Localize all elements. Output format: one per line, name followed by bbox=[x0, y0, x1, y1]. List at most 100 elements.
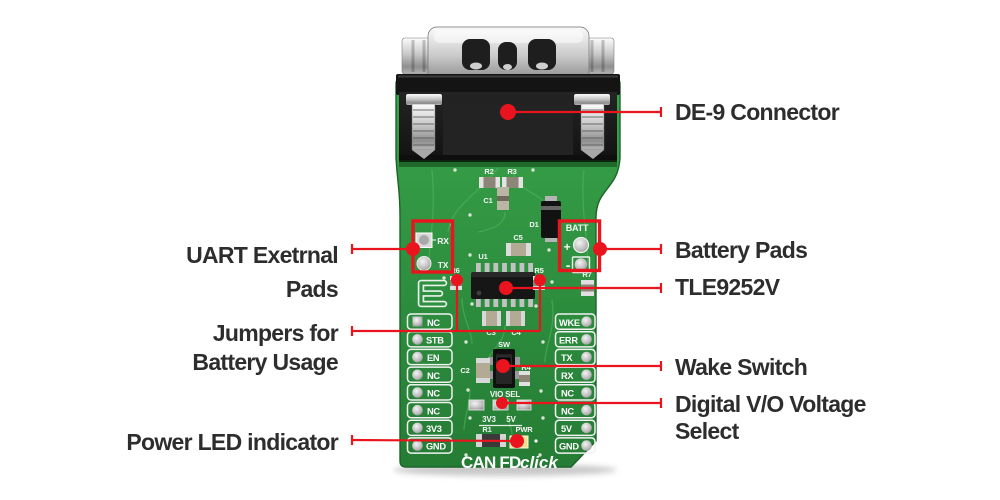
de9-slot-center bbox=[498, 42, 517, 70]
silkscreen-c3-label: C3 bbox=[486, 328, 495, 337]
label-line: Battery Usage bbox=[192, 349, 338, 375]
label-tle9252v: TLE9252V bbox=[675, 274, 780, 300]
silkscreen-r4-label: R4 bbox=[521, 363, 531, 372]
pin-label: GND bbox=[426, 442, 446, 452]
pin-row-left-0: NC bbox=[406, 313, 453, 330]
pin-row-left-2: EN bbox=[406, 348, 453, 366]
board-title-main: CAN FD bbox=[461, 453, 521, 472]
label-power-led-indicator: Power LED indicator bbox=[126, 429, 338, 455]
component-c3 bbox=[482, 311, 501, 326]
silkscreen-c5-label: C5 bbox=[513, 233, 522, 242]
silkscreen-rx-label: RX bbox=[437, 236, 449, 246]
silkscreen-r1-label: R1 bbox=[482, 425, 491, 434]
pin-label: GND bbox=[559, 442, 579, 452]
de9-flange bbox=[396, 74, 620, 95]
silkscreen-vio-sel-label: VIO SEL bbox=[490, 390, 520, 399]
pin-label: NC bbox=[427, 371, 440, 381]
component-c2 bbox=[476, 358, 490, 383]
pin-label: NC bbox=[427, 318, 440, 328]
silkscreen-r7-label: R7 bbox=[582, 270, 591, 279]
callout-tle9252v bbox=[499, 281, 663, 295]
silkscreen-pwr-label: PWR bbox=[516, 425, 534, 434]
de9-screw-right bbox=[574, 94, 610, 159]
label-battery-jumpers: Jumpers for Battery Usage bbox=[100, 319, 338, 377]
label-uart-external-pads: UART Exetrnal Pads bbox=[100, 238, 339, 306]
component-d1 bbox=[541, 196, 561, 242]
pin-row-right-1: ERR bbox=[554, 330, 596, 348]
callout-power-led bbox=[350, 434, 524, 448]
callout-battery-jumpers bbox=[350, 274, 546, 336]
pin-label: RX bbox=[561, 371, 574, 381]
pin-label: NC bbox=[561, 406, 574, 416]
pin-row-left-3: NC bbox=[406, 366, 453, 384]
board-title-script: click bbox=[520, 453, 559, 472]
silkscreen-tx-label: TX bbox=[438, 260, 449, 270]
label-line: Jumpers for bbox=[212, 320, 339, 346]
pin-row-right-4: NC bbox=[554, 384, 596, 401]
pin-row-left-4: NC bbox=[406, 384, 453, 401]
label-line: Select bbox=[675, 418, 739, 444]
label-line: Pads bbox=[285, 276, 339, 302]
pin-label: NC bbox=[427, 406, 440, 416]
pin-row-right-0: WKE bbox=[554, 313, 596, 330]
pin-headers: NC STB EN NC NC NC 3V3 GND WKE ERR TX RX… bbox=[406, 313, 596, 454]
silkscreen-batt-label: BATT bbox=[566, 223, 589, 233]
component-c4 bbox=[506, 311, 525, 326]
callout-de9 bbox=[500, 104, 663, 120]
pin-label: STB bbox=[426, 336, 444, 346]
callout-vio-select bbox=[496, 397, 663, 409]
component-c5 bbox=[506, 243, 531, 256]
callout-wake-switch bbox=[496, 359, 663, 373]
silkscreen-3v3-label: 3V3 bbox=[482, 415, 496, 424]
uart-external-pads: RX TX bbox=[415, 232, 449, 271]
pin-label: ERR bbox=[559, 336, 578, 346]
battery-pads: BATT + - bbox=[564, 223, 591, 274]
component-r3 bbox=[502, 177, 523, 188]
pin-label: 3V3 bbox=[426, 424, 442, 434]
callout-overlays bbox=[350, 104, 663, 448]
pin-row-left-7: GND bbox=[406, 437, 453, 454]
silkscreen-5v-label: 5V bbox=[506, 415, 516, 424]
de9-connector bbox=[396, 26, 620, 167]
pin-label: WKE bbox=[559, 318, 580, 328]
silkscreen-c4-label: C4 bbox=[511, 328, 521, 337]
label-line: UART Exetrnal bbox=[186, 242, 339, 268]
pin-row-right-6: 5V bbox=[554, 419, 596, 437]
de9-slot-right bbox=[528, 39, 556, 70]
silkscreen-r6-label: R6 bbox=[450, 266, 459, 275]
pin-label: TX bbox=[561, 353, 573, 363]
label-line: Digital V/O Voltage bbox=[675, 391, 866, 417]
pin-label: NC bbox=[427, 389, 440, 399]
silkscreen-sw-label: SW bbox=[498, 340, 511, 349]
label-wake-switch: Wake Switch bbox=[675, 354, 808, 380]
callout-battery-pads bbox=[557, 219, 663, 273]
pin-label: NC bbox=[561, 389, 574, 399]
pin-row-right-7: GND bbox=[554, 437, 596, 454]
silkscreen-r3-label: R3 bbox=[507, 167, 516, 176]
pin-row-left-6: 3V3 bbox=[406, 419, 453, 437]
pin-row-left-5: NC bbox=[406, 401, 453, 419]
de9-slot-left bbox=[462, 39, 490, 70]
pin-row-right-2: TX bbox=[554, 348, 596, 366]
silkscreen-plus-label: + bbox=[564, 240, 571, 254]
component-c1 bbox=[497, 187, 509, 210]
silkscreen-u1-label: U1 bbox=[478, 252, 487, 261]
label-battery-pads: Battery Pads bbox=[675, 237, 808, 263]
de9-screw-left bbox=[406, 94, 442, 159]
component-r4 bbox=[519, 371, 530, 386]
board-title: CAN FD click bbox=[461, 453, 559, 472]
callout-uart-pads bbox=[350, 219, 455, 274]
pin-label: EN bbox=[427, 353, 440, 363]
label-de9-connector: DE-9 Connector bbox=[675, 99, 840, 125]
silkscreen-r2-label: R2 bbox=[484, 167, 493, 176]
silkscreen-c1-label: C1 bbox=[483, 196, 492, 205]
silkscreen-minus-label: - bbox=[566, 257, 571, 273]
silkscreen-c2-label: C2 bbox=[460, 366, 469, 375]
mikroe-logo bbox=[417, 279, 448, 308]
silkscreen-r5-label: R5 bbox=[534, 266, 543, 275]
pin-label: 5V bbox=[561, 424, 573, 434]
label-vio-voltage-select: Digital V/O Voltage Select bbox=[675, 391, 866, 445]
silkscreen-d1-label: D1 bbox=[529, 220, 538, 229]
